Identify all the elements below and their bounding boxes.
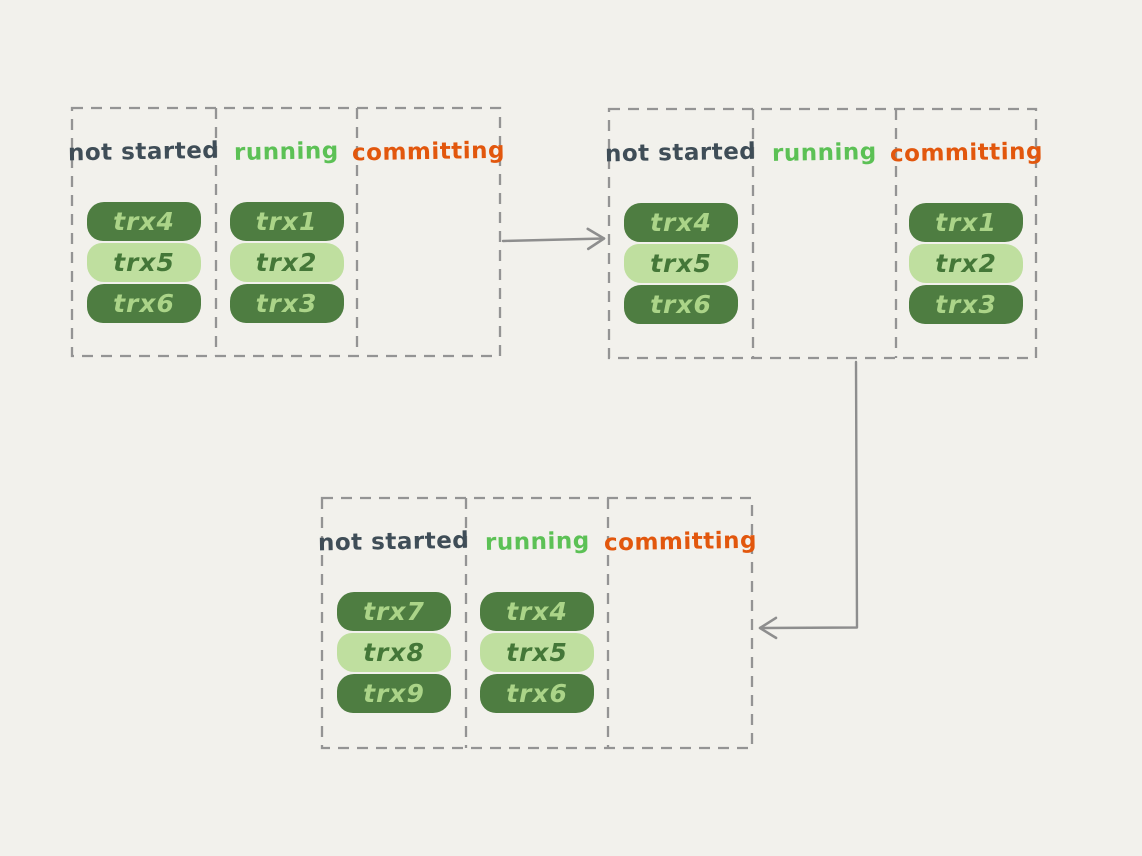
transaction-pill: trx9	[337, 674, 451, 713]
transaction-pill: trx5	[624, 244, 738, 283]
pill-stack: trx1 trx2 trx3	[229, 202, 344, 323]
state-label-committing: committing	[351, 137, 506, 167]
transaction-pill: trx4	[624, 203, 738, 242]
state-label-running: running	[771, 139, 878, 167]
state-label-running: running	[484, 528, 590, 556]
transaction-pill: trx5	[480, 633, 594, 672]
transaction-pill: trx1	[909, 203, 1023, 242]
stage-2-outline	[607, 107, 1038, 360]
state-label-not-started: not started	[318, 527, 470, 557]
pill-stack: trx7 trx8 trx9	[337, 592, 451, 713]
state-label-committing: committing	[889, 138, 1043, 168]
transaction-pill: trx4	[480, 592, 594, 631]
stage-1-outline	[70, 106, 502, 358]
transaction-pill: trx6	[87, 284, 201, 323]
pill-stack: trx4 trx5 trx6	[480, 592, 594, 713]
state-label-committing: committing	[603, 527, 757, 557]
stage-3-column-running: running trx4 trx5 trx6	[466, 498, 608, 748]
stage-1-column-not-started: not started trx4 trx5 trx6	[68, 108, 220, 356]
transaction-pill: trx1	[229, 202, 344, 241]
stage-2-column-committing: committing trx1 trx2 trx3	[889, 109, 1043, 358]
transaction-pill: trx6	[624, 285, 738, 324]
pill-stack: trx4 trx5 trx6	[87, 202, 201, 323]
arrow-stage2-to-stage3	[758, 360, 859, 640]
transaction-pill: trx5	[87, 243, 201, 282]
state-label-not-started: not started	[605, 138, 757, 168]
transaction-pill: trx6	[480, 674, 594, 713]
pill-stack: trx4 trx5 trx6	[624, 203, 738, 324]
stage-2-column-running: running	[753, 109, 896, 358]
transaction-pill: trx3	[909, 285, 1023, 324]
stage-3-outline	[320, 496, 754, 750]
transaction-pill: trx2	[909, 244, 1023, 283]
stage-3-column-committing: committing	[603, 498, 756, 748]
transaction-pill: trx7	[337, 592, 451, 631]
transaction-pill: trx3	[229, 284, 344, 323]
transaction-pill: trx4	[87, 202, 201, 241]
stage-3-column-not-started: not started trx7 trx8 trx9	[318, 498, 470, 748]
stage-1-column-committing: committing	[352, 108, 505, 356]
transaction-pill: trx8	[337, 633, 451, 672]
state-label-running: running	[233, 138, 340, 166]
arrow-stage1-to-stage2	[501, 227, 606, 251]
stage-1-column-running: running trx1 trx2 trx3	[216, 108, 357, 356]
pill-stack: trx1 trx2 trx3	[909, 203, 1023, 324]
stage-2-column-not-started: not started trx4 trx5 trx6	[605, 109, 757, 358]
transaction-pill: trx2	[229, 243, 344, 282]
state-label-not-started: not started	[68, 137, 220, 167]
